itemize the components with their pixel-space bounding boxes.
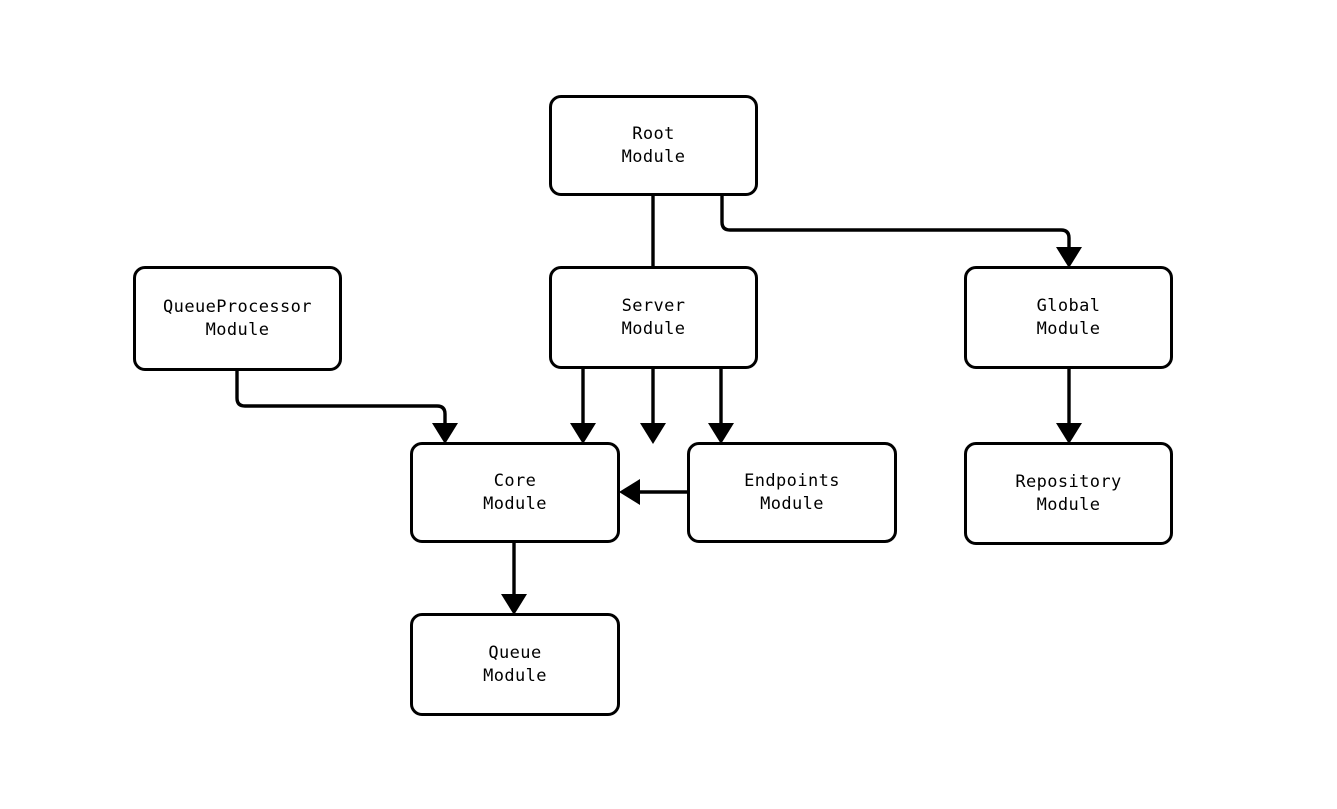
node-repository[interactable]: Repository Module (964, 442, 1173, 545)
node-endpoints-suffix: Module (760, 493, 824, 514)
node-endpoints-name: Endpoints (744, 470, 840, 491)
node-server-suffix: Module (621, 318, 686, 339)
edge-global-to-repository (1056, 369, 1082, 444)
node-global-name: Global (1036, 295, 1101, 316)
node-queueprocessor-suffix: Module (205, 319, 270, 340)
node-global[interactable]: Global Module (964, 266, 1173, 369)
node-core-name: Core (493, 470, 537, 491)
edge-queueprocessor-to-core (235, 371, 458, 444)
edge-server-to-core (570, 369, 596, 444)
edge-server-to-endpoints (708, 369, 734, 444)
node-core[interactable]: Core Module (410, 442, 620, 543)
node-queue-name: Queue (488, 642, 542, 663)
edge-core-to-queue (501, 543, 527, 615)
node-queue[interactable]: Queue Module (410, 613, 620, 716)
edge-endpoints-to-core (619, 479, 687, 505)
node-core-suffix: Module (483, 493, 547, 514)
node-root-name: Root (632, 123, 675, 144)
node-server-name: Server (621, 295, 686, 316)
node-queueprocessor-name: QueueProcessor (163, 296, 312, 317)
node-endpoints[interactable]: Endpoints Module (687, 442, 897, 543)
node-root[interactable]: Root Module (549, 95, 758, 196)
node-queue-suffix: Module (483, 665, 547, 686)
node-root-suffix: Module (621, 146, 686, 167)
node-global-suffix: Module (1036, 318, 1101, 339)
node-repository-name: Repository (1015, 471, 1122, 492)
node-server[interactable]: Server Module (549, 266, 758, 369)
edge-root-to-global (720, 196, 1082, 268)
node-repository-suffix: Module (1036, 494, 1101, 515)
node-queueprocessor[interactable]: QueueProcessor Module (133, 266, 342, 371)
